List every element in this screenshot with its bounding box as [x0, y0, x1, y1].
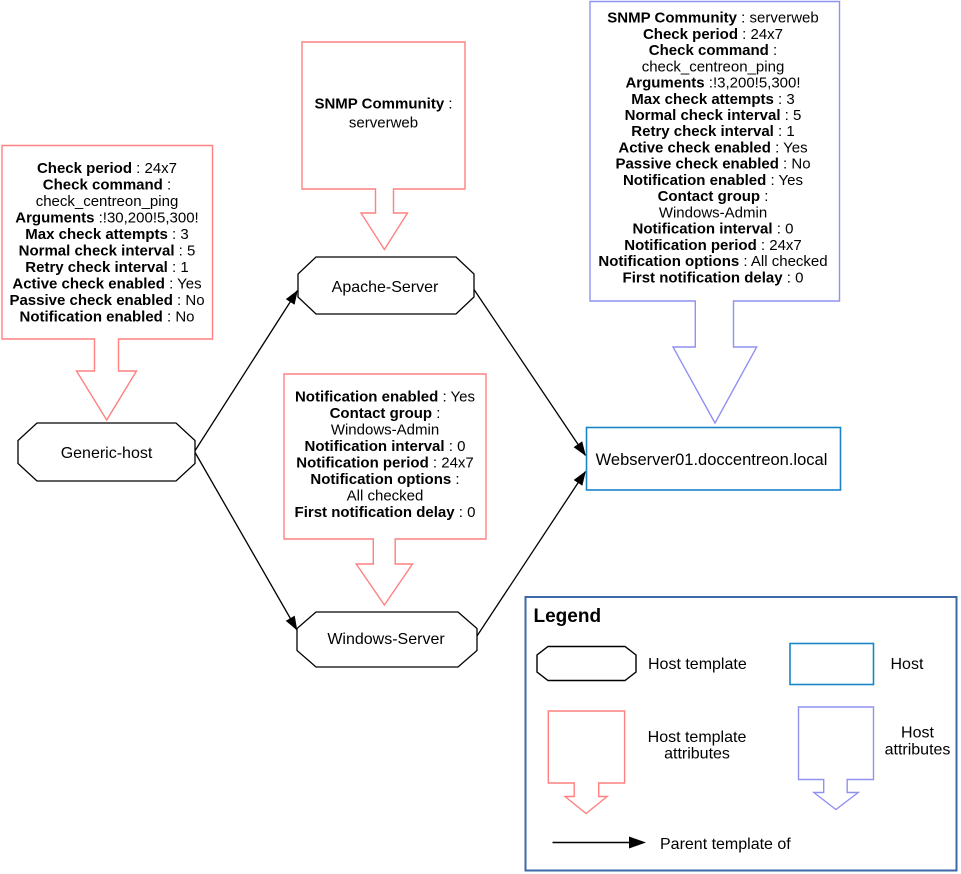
svg-text:Host: Host [891, 656, 924, 673]
svg-text:check_centreon_ping: check_centreon_ping [642, 58, 785, 75]
svg-text:Contact group :: Contact group : [330, 405, 441, 422]
svg-text:Normal check interval : 5: Normal check interval : 5 [19, 243, 196, 260]
svg-text:Normal check interval : 5: Normal check interval : 5 [625, 107, 802, 124]
svg-text:Parent template of: Parent template of [660, 836, 791, 853]
svg-text:Webserver01.doccentreon.local: Webserver01.doccentreon.local [596, 451, 828, 469]
svg-text:Passive check enabled : No: Passive check enabled : No [615, 156, 810, 173]
svg-text:Notification interval : 0: Notification interval : 0 [305, 438, 466, 455]
svg-text:Notification period : 24x7: Notification period : 24x7 [296, 454, 474, 471]
svg-text:Generic-host: Generic-host [61, 445, 153, 462]
svg-text:Check period : 24x7: Check period : 24x7 [643, 26, 783, 43]
svg-text:Windows-Admin: Windows-Admin [331, 421, 439, 438]
svg-text:SNMP Community :: SNMP Community : [314, 96, 452, 113]
svg-text:Arguments :!3,200!5,300!: Arguments :!3,200!5,300! [625, 75, 800, 92]
svg-text:Notification options : All che: Notification options : All checked [598, 253, 827, 270]
svg-text:Retry check interval : 1: Retry check interval : 1 [25, 259, 188, 276]
svg-text:Host template: Host template [648, 656, 747, 673]
svg-text:Notification options :: Notification options : [310, 471, 459, 488]
svg-text:attributes: attributes [664, 746, 730, 763]
svg-text:Windows-Server: Windows-Server [327, 631, 445, 648]
svg-text:attributes: attributes [885, 742, 951, 759]
svg-text:Notification enabled : Yes: Notification enabled : Yes [623, 172, 803, 189]
svg-text:serverweb: serverweb [349, 115, 418, 132]
svg-text:Active check enabled : Yes: Active check enabled : Yes [12, 276, 201, 293]
svg-text:Retry check interval : 1: Retry check interval : 1 [631, 123, 794, 140]
svg-text:Contact group :: Contact group : [658, 188, 769, 205]
svg-text:Host template: Host template [648, 729, 747, 746]
svg-text:Check period : 24x7: Check period : 24x7 [37, 160, 177, 177]
svg-text:Passive check enabled : No: Passive check enabled : No [9, 292, 204, 309]
svg-text:Max check attempts : 3: Max check attempts : 3 [631, 91, 794, 108]
svg-text:Notification enabled : No: Notification enabled : No [19, 309, 194, 326]
svg-text:Notification interval : 0: Notification interval : 0 [633, 221, 794, 238]
svg-text:SNMP Community : serverweb: SNMP Community : serverweb [607, 10, 818, 27]
svg-text:Host: Host [901, 725, 934, 742]
svg-text:Max check attempts : 3: Max check attempts : 3 [25, 226, 188, 243]
svg-text:Check command :: Check command : [649, 42, 777, 59]
svg-text:Arguments :!30,200!5,300!: Arguments :!30,200!5,300! [15, 210, 198, 227]
svg-text:Check command :: Check command : [43, 177, 171, 194]
svg-text:First notification delay : 0: First notification delay : 0 [295, 504, 476, 521]
svg-text:First notification delay : 0: First notification delay : 0 [623, 269, 804, 286]
svg-text:Notification enabled : Yes: Notification enabled : Yes [295, 388, 475, 405]
svg-text:All checked: All checked [347, 487, 424, 504]
svg-text:Legend: Legend [534, 606, 602, 627]
svg-text:Windows-Admin: Windows-Admin [659, 204, 767, 221]
svg-text:Active check enabled : Yes: Active check enabled : Yes [618, 139, 807, 156]
svg-text:Notification period : 24x7: Notification period : 24x7 [624, 237, 802, 254]
svg-text:Apache-Server: Apache-Server [332, 279, 439, 296]
svg-text:check_centreon_ping: check_centreon_ping [36, 193, 179, 210]
